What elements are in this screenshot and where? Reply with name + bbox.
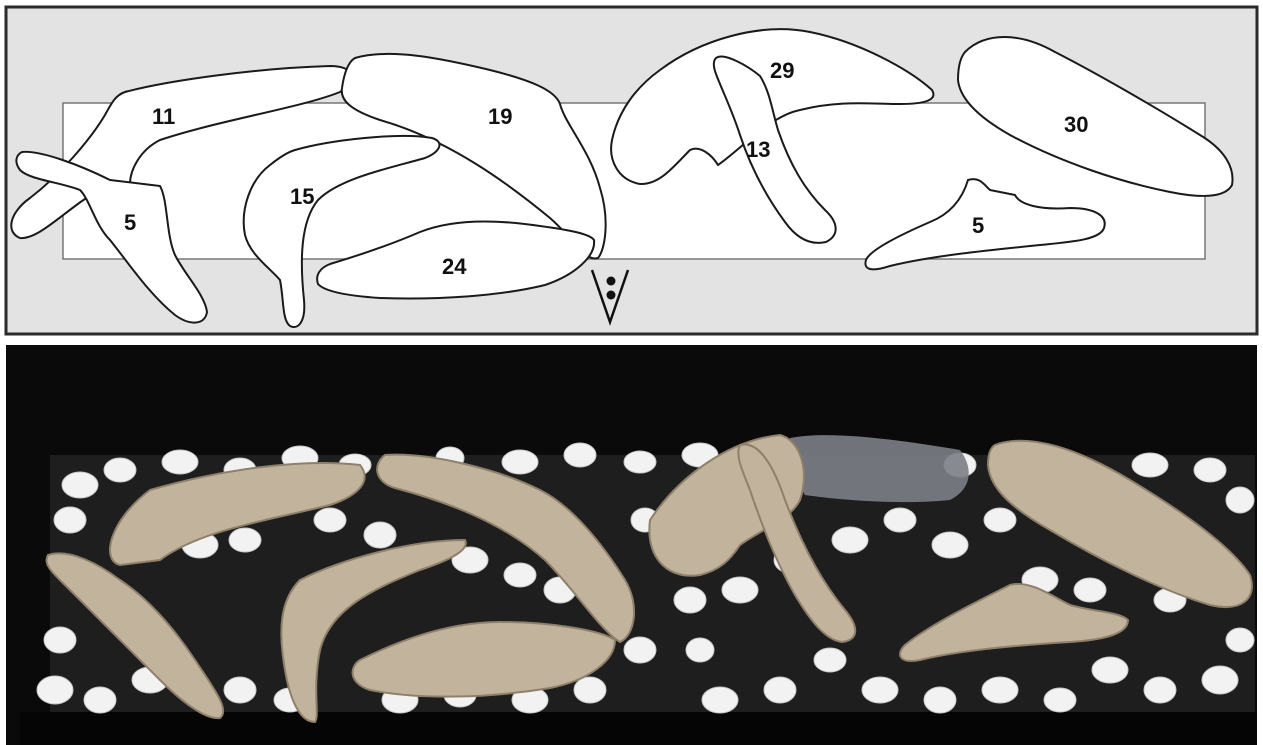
reference-photo — [6, 345, 1257, 745]
log-5-right-label: 5 — [972, 213, 984, 238]
tray-front-lip — [20, 712, 1257, 745]
log-29-label: 29 — [770, 58, 794, 83]
log-5-left-label: 5 — [124, 210, 136, 235]
log-24-label: 24 — [442, 254, 467, 279]
log-11-label: 11 — [152, 104, 175, 129]
log-13-label: 13 — [746, 137, 770, 162]
placement-diagram-panel: 11 19 15 5 24 29 13 30 5 — [6, 7, 1257, 334]
log-30-label: 30 — [1064, 112, 1088, 137]
log-15-label: 15 — [290, 184, 314, 209]
log-19-label: 19 — [488, 104, 512, 129]
